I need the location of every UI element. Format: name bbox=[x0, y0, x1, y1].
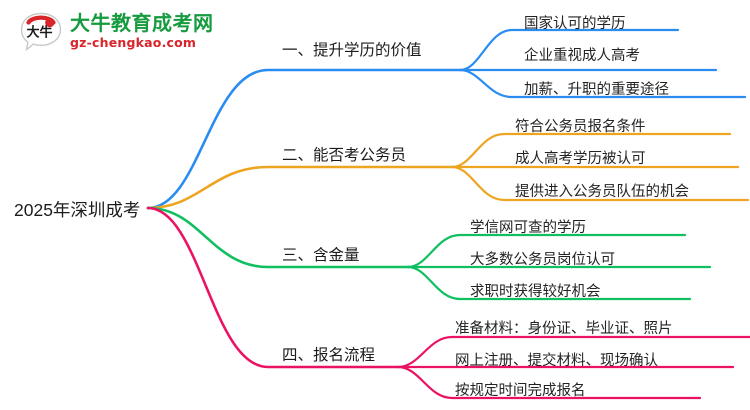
leaf-node-4-3[interactable]: 按规定时间完成报名 bbox=[455, 383, 586, 399]
leaf-node-2-1[interactable]: 符合公务员报名条件 bbox=[515, 119, 646, 135]
logo-mark-icon: 大牛 bbox=[18, 10, 64, 54]
branch-3-connectors bbox=[146, 206, 712, 301]
leaf-node-2-2[interactable]: 成人高考学历被认可 bbox=[515, 151, 646, 167]
leaf-node-3-1[interactable]: 学信网可查的学历 bbox=[470, 220, 586, 236]
branch-node-3[interactable]: 三、含金量 bbox=[282, 247, 360, 264]
leaf-node-4-1[interactable]: 准备材料：身份证、毕业证、照片 bbox=[455, 321, 673, 337]
leaf-node-1-3[interactable]: 加薪、升职的重要途径 bbox=[524, 82, 669, 98]
logo-title: 大牛教育成考网 bbox=[70, 13, 214, 36]
branch-node-1[interactable]: 一、提升学历的价值 bbox=[282, 42, 422, 59]
site-logo: 大牛 大牛教育成考网 gz-chengkao.com bbox=[18, 10, 214, 54]
leaf-node-4-2[interactable]: 网上注册、提交材料、现场确认 bbox=[455, 353, 658, 369]
leaf-node-3-3[interactable]: 求职时获得较好机会 bbox=[470, 284, 601, 300]
logo-subtitle: gz-chengkao.com bbox=[70, 35, 197, 51]
leaf-node-3-2[interactable]: 大多数公务员岗位认可 bbox=[470, 252, 615, 268]
svg-text:大牛: 大牛 bbox=[26, 25, 52, 40]
branch-2-connectors bbox=[146, 132, 750, 210]
branch-node-4[interactable]: 四、报名流程 bbox=[282, 347, 376, 364]
logo-text-block: 大牛教育成考网 gz-chengkao.com bbox=[70, 14, 214, 50]
leaf-node-1-2[interactable]: 企业重视成人高考 bbox=[524, 48, 640, 64]
branch-1-connectors bbox=[146, 28, 747, 210]
branch-node-2[interactable]: 二、能否考公务员 bbox=[282, 147, 407, 164]
root-node-label[interactable]: 2025年深圳成考 bbox=[14, 200, 141, 220]
leaf-node-1-1[interactable]: 国家认可的学历 bbox=[524, 16, 626, 32]
leaf-node-2-3[interactable]: 提供进入公务员队伍的机会 bbox=[515, 184, 689, 200]
branch-4-connectors bbox=[146, 206, 750, 400]
